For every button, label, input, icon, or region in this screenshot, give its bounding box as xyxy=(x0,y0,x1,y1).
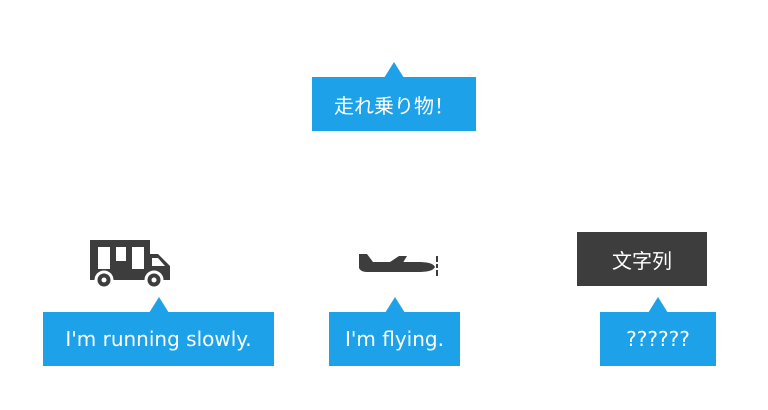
camper-van-icon xyxy=(90,240,170,290)
string-label: ?????? xyxy=(626,327,690,351)
airplane-icon xyxy=(359,254,438,276)
plane-label: I'm flying. xyxy=(345,327,444,351)
string-box-label: 文字列 xyxy=(612,248,672,273)
plane-bubble: I'm flying. xyxy=(329,312,460,366)
root-bubble: 走れ乗り物！ xyxy=(312,77,476,131)
string-bubble: ?????? xyxy=(600,312,716,366)
camper-label: I'm running slowly. xyxy=(65,327,252,351)
camper-bubble: I'm running slowly. xyxy=(43,312,274,366)
string-label-box: 文字列 xyxy=(577,232,707,286)
root-label: 走れ乗り物！ xyxy=(334,93,454,118)
